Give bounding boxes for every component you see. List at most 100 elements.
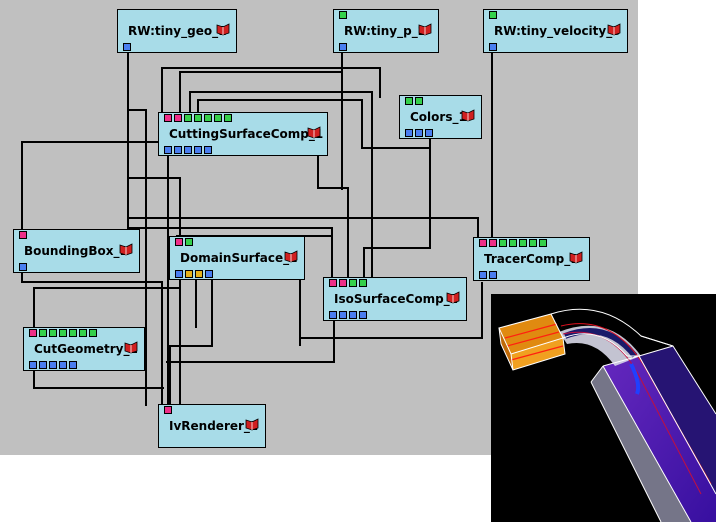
book-icon[interactable] [124, 341, 138, 354]
input-port[interactable] [164, 114, 172, 122]
module-iv-renderer[interactable]: IvRenderer_2 [158, 404, 266, 448]
input-port[interactable] [69, 329, 77, 337]
book-icon[interactable] [307, 126, 321, 139]
input-port[interactable] [489, 11, 497, 19]
input-port[interactable] [164, 406, 172, 414]
output-port[interactable] [329, 311, 337, 319]
input-port[interactable] [339, 11, 347, 19]
output-port[interactable] [69, 361, 77, 369]
module-label: BoundingBox_1 [24, 244, 128, 258]
output-port[interactable] [39, 361, 47, 369]
input-port[interactable] [19, 231, 27, 239]
input-port[interactable] [349, 279, 357, 287]
output-port[interactable] [195, 270, 203, 278]
output-port[interactable] [175, 270, 183, 278]
network-editor-canvas[interactable]: RW:tiny_geo_1 RW:tiny_p_2 RW:tiny_veloci… [0, 0, 638, 455]
output-port[interactable] [59, 361, 67, 369]
output-port[interactable] [425, 129, 433, 137]
module-rw-tiny-geo[interactable]: RW:tiny_geo_1 [117, 9, 237, 53]
input-port[interactable] [359, 279, 367, 287]
wire [128, 177, 181, 406]
input-port[interactable] [519, 239, 527, 247]
output-port[interactable] [479, 271, 487, 279]
output-port[interactable] [489, 43, 497, 51]
output-port[interactable] [174, 146, 182, 154]
module-rw-tiny-p[interactable]: RW:tiny_p_2 [333, 9, 439, 53]
book-icon[interactable] [245, 418, 259, 431]
input-port[interactable] [89, 329, 97, 337]
output-port[interactable] [19, 263, 27, 271]
module-bounding-box[interactable]: BoundingBox_1 [13, 229, 140, 273]
output-port[interactable] [339, 311, 347, 319]
output-port[interactable] [349, 311, 357, 319]
input-ports [479, 239, 547, 247]
output-port[interactable] [123, 43, 131, 51]
output-port[interactable] [184, 146, 192, 154]
wire [179, 71, 342, 116]
input-port[interactable] [224, 114, 232, 122]
input-port[interactable] [479, 239, 487, 247]
input-port[interactable] [59, 329, 67, 337]
book-icon[interactable] [119, 243, 133, 256]
output-ports [329, 311, 367, 319]
module-cut-geometry[interactable]: CutGeometry_1 [23, 327, 145, 371]
input-port[interactable] [509, 239, 517, 247]
module-label: RW:tiny_velocity_3 [494, 24, 621, 38]
input-port[interactable] [194, 114, 202, 122]
book-icon[interactable] [446, 291, 460, 304]
output-port[interactable] [405, 129, 413, 137]
input-port[interactable] [405, 97, 413, 105]
input-port[interactable] [529, 239, 537, 247]
output-port[interactable] [205, 270, 213, 278]
wire [166, 320, 335, 363]
input-port[interactable] [49, 329, 57, 337]
input-ports [339, 11, 347, 19]
render-viewport[interactable] [491, 294, 716, 523]
output-port[interactable] [185, 270, 193, 278]
output-port[interactable] [359, 311, 367, 319]
book-icon[interactable] [216, 23, 230, 36]
output-port[interactable] [339, 43, 347, 51]
input-port[interactable] [29, 329, 37, 337]
wire [342, 67, 381, 98]
module-tracer-comp[interactable]: TracerComp_1 [473, 237, 590, 281]
input-port[interactable] [539, 239, 547, 247]
output-port[interactable] [164, 146, 172, 154]
module-label: IsoSurfaceComp_1 [334, 292, 459, 306]
output-port[interactable] [489, 271, 497, 279]
input-ports [19, 231, 27, 239]
output-ports [164, 146, 212, 154]
input-ports [164, 114, 232, 122]
input-port[interactable] [184, 114, 192, 122]
input-port[interactable] [174, 114, 182, 122]
wire [300, 282, 483, 339]
input-port[interactable] [185, 238, 193, 246]
input-port[interactable] [489, 239, 497, 247]
book-icon[interactable] [461, 109, 475, 122]
module-colors[interactable]: Colors_1 [399, 95, 482, 139]
output-port[interactable] [204, 146, 212, 154]
module-isosurface-comp[interactable]: IsoSurfaceComp_1 [323, 277, 467, 321]
input-port[interactable] [175, 238, 183, 246]
wire [189, 91, 373, 278]
book-icon[interactable] [284, 250, 298, 263]
book-icon[interactable] [418, 23, 432, 36]
input-port[interactable] [79, 329, 87, 337]
input-port[interactable] [39, 329, 47, 337]
module-cutting-surface-comp[interactable]: CuttingSurfaceComp_1 [158, 112, 328, 156]
book-icon[interactable] [607, 23, 621, 36]
book-icon[interactable] [569, 251, 583, 264]
input-port[interactable] [204, 114, 212, 122]
module-label: CuttingSurfaceComp_1 [169, 127, 324, 141]
input-port[interactable] [329, 279, 337, 287]
module-domain-surface[interactable]: DomainSurface_1 [169, 236, 305, 280]
input-port[interactable] [499, 239, 507, 247]
output-port[interactable] [415, 129, 423, 137]
input-port[interactable] [415, 97, 423, 105]
output-port[interactable] [49, 361, 57, 369]
module-rw-tiny-velocity[interactable]: RW:tiny_velocity_3 [483, 9, 628, 53]
input-port[interactable] [339, 279, 347, 287]
output-port[interactable] [29, 361, 37, 369]
input-port[interactable] [214, 114, 222, 122]
output-port[interactable] [194, 146, 202, 154]
